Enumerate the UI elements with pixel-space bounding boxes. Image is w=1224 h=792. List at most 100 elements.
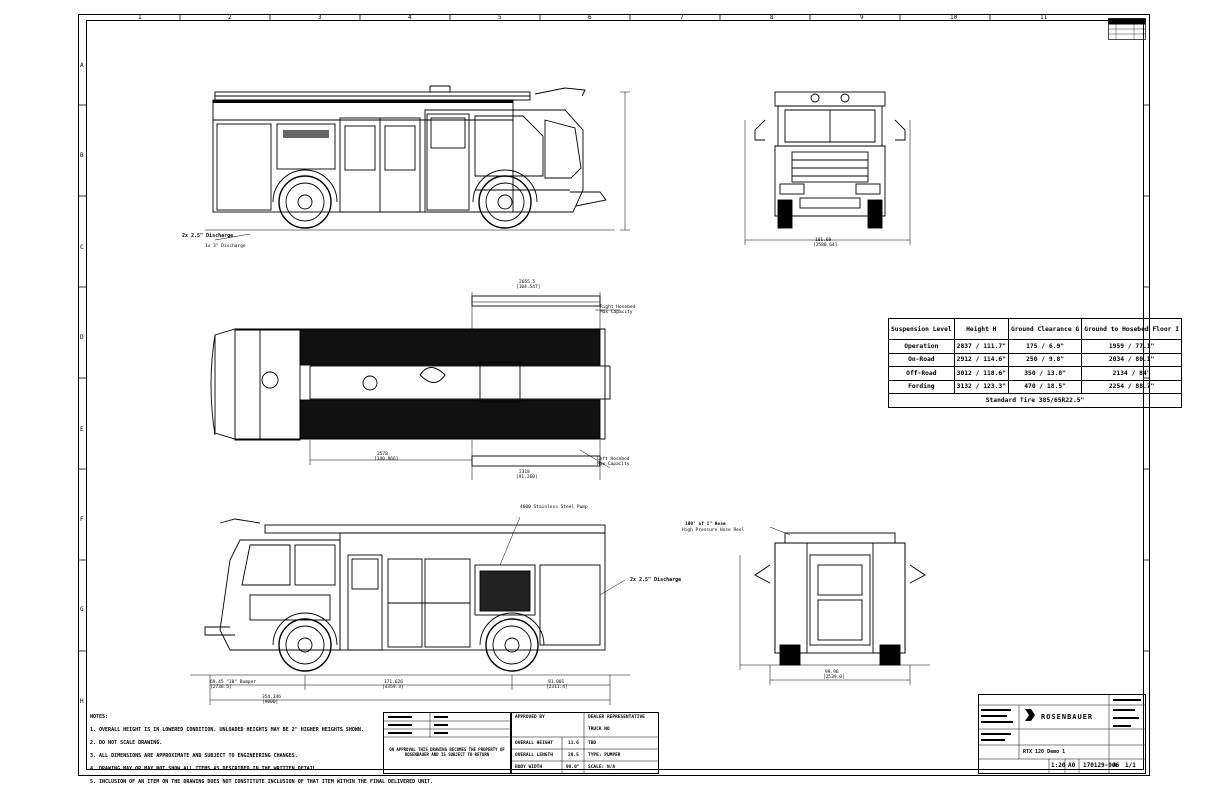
note-item: 3. ALL DIMENSIONS ARE APPROXIMATE AND SU… xyxy=(90,753,298,759)
zone-label: B xyxy=(80,152,84,159)
dim-bumper: 69.45 "10" Bumper xyxy=(210,680,257,685)
zone-label: H xyxy=(80,698,84,705)
zone-label: 8 xyxy=(770,14,774,21)
overall-height-label: OVERALL HEIGHT xyxy=(515,741,553,746)
table-header: Height H xyxy=(953,318,1009,340)
table-header: Suspension Level xyxy=(888,318,955,340)
type-value: TYPE: PUMPER xyxy=(588,753,621,758)
pump-label: 4000 Stainless Steel Pump xyxy=(520,505,588,510)
zone-label: 6 xyxy=(588,14,592,21)
truck-front-view xyxy=(744,91,911,245)
table-cell: Operation xyxy=(888,339,955,354)
zone-label: 3 xyxy=(318,14,322,21)
approval-note: ON APPROVAL THIS DRAWING BECOMES THE PRO… xyxy=(389,747,505,757)
table-cell: 2837 / 111.7" xyxy=(953,339,1009,354)
overall-length-label: OVERALL LENGTH xyxy=(515,753,553,758)
table-row: Off-Road 3012 / 118.6" 350 / 13.8" 2134 … xyxy=(888,366,1182,381)
table-cell: Off-Road xyxy=(888,366,955,381)
table-footer: Standard Tire 385/65R22.5" xyxy=(888,393,1182,408)
table-row: On-Road 2912 / 114.6" 250 / 9.8" 2034 / … xyxy=(888,352,1182,367)
revision-block xyxy=(1108,18,1146,40)
table-cell: 2134 / 84" xyxy=(1081,366,1182,381)
notes-block: NOTES: 1. OVERALL HEIGHT IS IN LOWERED C… xyxy=(90,711,433,789)
zone-label: A xyxy=(80,62,84,69)
reel-label: 100' of 1" Hose xyxy=(685,522,726,527)
dim-bumper-in: [2736.5] xyxy=(210,685,232,690)
truck-right-side-view xyxy=(190,516,630,705)
plan-top-dim-in: [104.547] xyxy=(516,285,541,290)
sheet-number: 1/1 xyxy=(1125,762,1136,769)
approval-signature-block: ON APPROVAL THIS DRAWING BECOMES THE PRO… xyxy=(383,712,511,774)
dim-overall: 354.346 xyxy=(262,695,281,700)
note-item: 2. DO NOT SCALE DRAWING. xyxy=(90,740,163,746)
truck-info-block: APPROVED BY DEALER REPRESENTATIVE TRUCK … xyxy=(511,712,659,774)
front-width-dim: 101.60 xyxy=(815,238,832,243)
table-cell: 350 / 13.8" xyxy=(1007,366,1083,381)
corner-title-block: ROSENBAUER RTX 120 Demo 1 1:20 A0 170129… xyxy=(978,694,1146,774)
overall-height-value: 11.6 xyxy=(568,741,579,746)
plan-dim-3578: 3578 xyxy=(377,452,388,457)
zone-label: E xyxy=(80,426,84,433)
plan-dim-2318: 2318 xyxy=(519,470,530,475)
table-row: Operation 2837 / 111.7" 175 / 6.9" 1959 … xyxy=(888,339,1182,354)
zone-label: D xyxy=(80,334,84,341)
suspension-spec-table: Suspension Level Height H Ground Clearan… xyxy=(888,318,1182,408)
zone-label: 4 xyxy=(408,14,412,21)
dim-rear: 91.001 xyxy=(548,680,565,685)
discharge-label-left: 2x 2.5" Discharge xyxy=(182,233,234,239)
approved-by-label: APPROVED BY xyxy=(515,715,545,720)
right-hosebed-sub: Max Capacity xyxy=(600,310,633,315)
table-cell: 2254 / 88.7" xyxy=(1081,379,1182,394)
table-cell: 175 / 6.9" xyxy=(1007,339,1083,354)
table-cell: 470 / 18.5" xyxy=(1007,379,1083,394)
note-item: 1. OVERALL HEIGHT IS IN LOWERED CONDITIO… xyxy=(90,727,364,733)
table-cell: 3132 / 123.3" xyxy=(953,379,1009,394)
zone-label: 11 xyxy=(1040,14,1048,21)
table-header: Ground to Hosebed Floor I xyxy=(1081,318,1182,340)
plan-top-dim: 2655.5 xyxy=(519,280,536,285)
table-header: Ground Clearance G xyxy=(1007,318,1083,340)
notes-heading: NOTES: xyxy=(90,714,109,720)
plan-dim-3578-in: [140.866] xyxy=(374,457,399,462)
scale-value: SCALE: N/A xyxy=(588,765,616,770)
zone-label: 1 xyxy=(138,14,142,21)
zone-label: 5 xyxy=(498,14,502,21)
table-cell: 1959 / 77.1" xyxy=(1081,339,1182,354)
dealer-label: DEALER REPRESENTATIVE xyxy=(588,715,645,720)
dim-mid: 171.626 xyxy=(384,680,403,685)
right-hosebed-label: Right Hosebed xyxy=(600,305,636,310)
body-width-value: 98.0" xyxy=(566,765,580,770)
revision: A xyxy=(1113,762,1117,769)
zone-label: G xyxy=(80,606,84,613)
zone-label: 2 xyxy=(228,14,232,21)
scale-value: 1:20 xyxy=(1051,762,1066,769)
discharge-small-label: 1x 3" Discharge xyxy=(205,244,246,249)
overall-length-value: 29.5 xyxy=(568,753,579,758)
sheet-size: A0 xyxy=(1068,762,1076,769)
left-hosebed-label: Left Hosebed xyxy=(597,457,630,462)
rear-width-dim: 99.96 xyxy=(825,670,839,675)
rear-width-dim-in: [2539.0] xyxy=(823,675,845,680)
zone-label: F xyxy=(80,516,84,523)
table-cell: Fording xyxy=(888,379,955,394)
table-cell: 250 / 9.8" xyxy=(1007,352,1083,367)
reel-sub-label: High Pressure Hose Reel xyxy=(682,528,745,533)
zone-label: 7 xyxy=(680,14,684,21)
front-width-dim-in: [2580.64] xyxy=(813,243,838,248)
truck-no-label: TRUCK NO xyxy=(588,727,610,732)
dim-rear-in: [2311.4] xyxy=(546,685,568,690)
body-width-label: BODY WIDTH xyxy=(515,765,543,770)
truck-rear-view xyxy=(739,526,930,685)
dim-mid-in: [4359.3] xyxy=(382,685,404,690)
truck-plan-view xyxy=(210,292,620,480)
zone-label: 10 xyxy=(950,14,958,21)
zone-label: 9 xyxy=(860,14,864,21)
table-cell: 2034 / 80.1" xyxy=(1081,352,1182,367)
drawing-number: 170129-006 xyxy=(1083,762,1120,769)
left-hosebed-sub: Max Capacity xyxy=(597,462,630,467)
table-row: Fording 3132 / 123.3" 470 / 18.5" 2254 /… xyxy=(888,379,1182,394)
table-cell: On-Road xyxy=(888,352,955,367)
drawing-title: RTX 120 Demo 1 xyxy=(1023,749,1066,755)
zone-label: C xyxy=(80,244,84,251)
